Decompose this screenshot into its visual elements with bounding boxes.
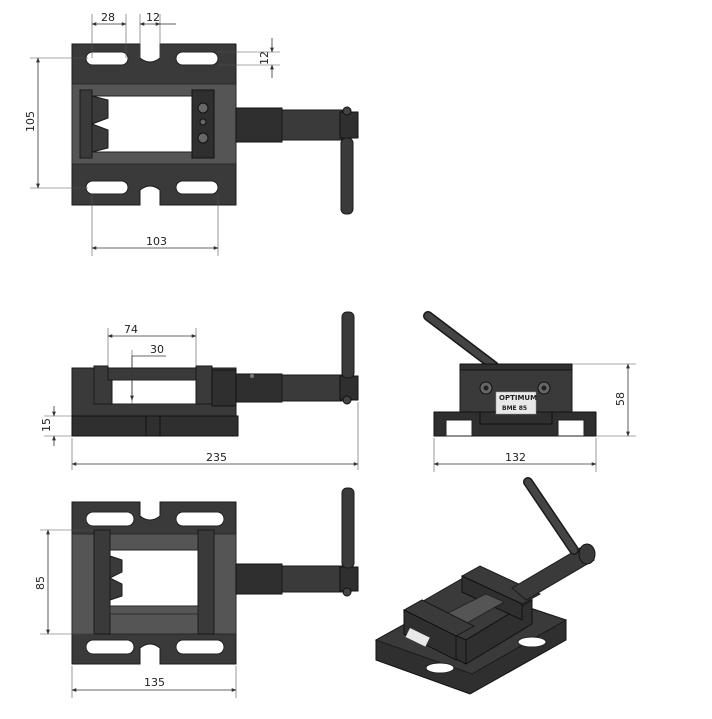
dim-top-bottom-width: 103 (146, 235, 167, 248)
dim-top-slot-length: 28 (101, 11, 115, 24)
dim-top-slot-gap: 12 (146, 11, 160, 24)
side-view: OPTIMUM BME 85 58 132 (423, 311, 636, 472)
bottom-view: 85 135 (34, 487, 359, 698)
dim-top-height: 105 (24, 111, 37, 132)
dim-front-jaw-open: 74 (124, 323, 138, 336)
dim-bottom-width: 135 (144, 676, 165, 689)
front-view: 74 30 15 235 (40, 311, 359, 470)
brand-name: OPTIMUM (499, 394, 537, 402)
dim-top-slot-height: 12 (258, 51, 271, 65)
dim-bottom-jaw-height: 85 (34, 576, 47, 590)
dim-side-width: 132 (505, 451, 526, 464)
dim-front-total-length: 235 (206, 451, 227, 464)
dim-front-jaw-depth: 30 (150, 343, 164, 356)
brand-plate (495, 391, 537, 415)
model-name: BME 85 (502, 405, 527, 412)
isometric-view (374, 477, 596, 695)
dim-side-height: 58 (614, 392, 627, 406)
top-view: 28 12 12 105 103 (24, 11, 359, 256)
dim-front-base-height: 15 (40, 418, 53, 432)
